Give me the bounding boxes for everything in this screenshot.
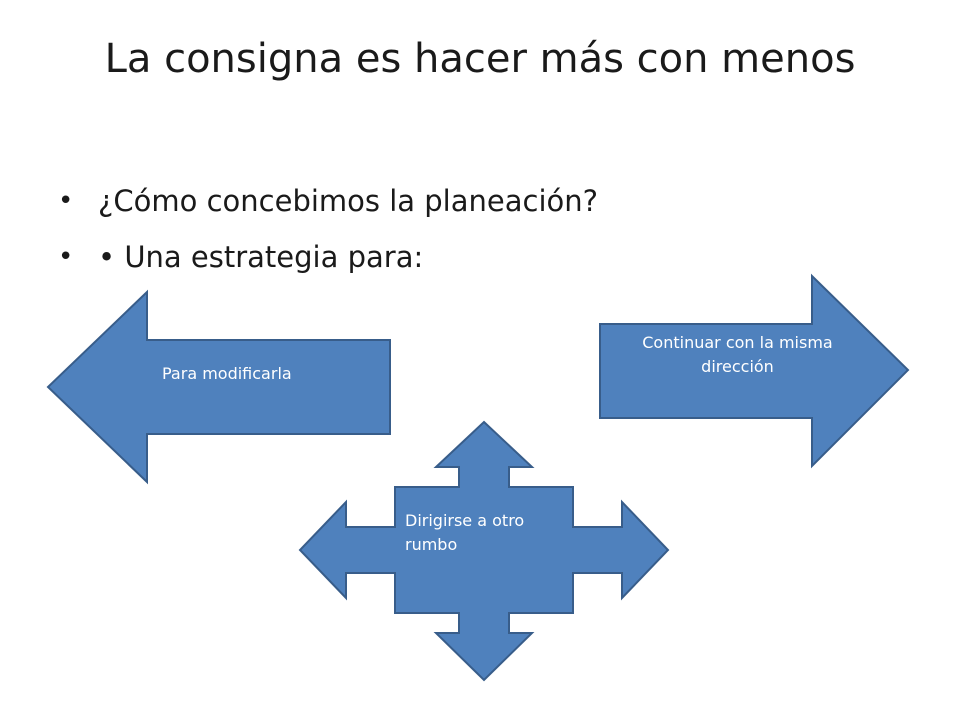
bullet-item: ¿Cómo concebimos la planeación? — [58, 175, 598, 231]
left-arrow-shape — [46, 289, 391, 485]
right-arrow-shape — [599, 273, 910, 469]
cross-arrow-shape — [298, 420, 670, 682]
left-arrow-label: Para modificarla — [162, 364, 292, 383]
cross-arrow-label: Dirigirse a otro rumbo — [405, 511, 525, 554]
bullet-list: ¿Cómo concebimos la planeación? • Una es… — [58, 175, 598, 287]
slide-title: La consigna es hacer más con menos — [104, 36, 856, 82]
bullet-item: • Una estrategia para: — [58, 231, 598, 287]
right-arrow-label: Continuar con la misma dirección — [642, 333, 833, 376]
